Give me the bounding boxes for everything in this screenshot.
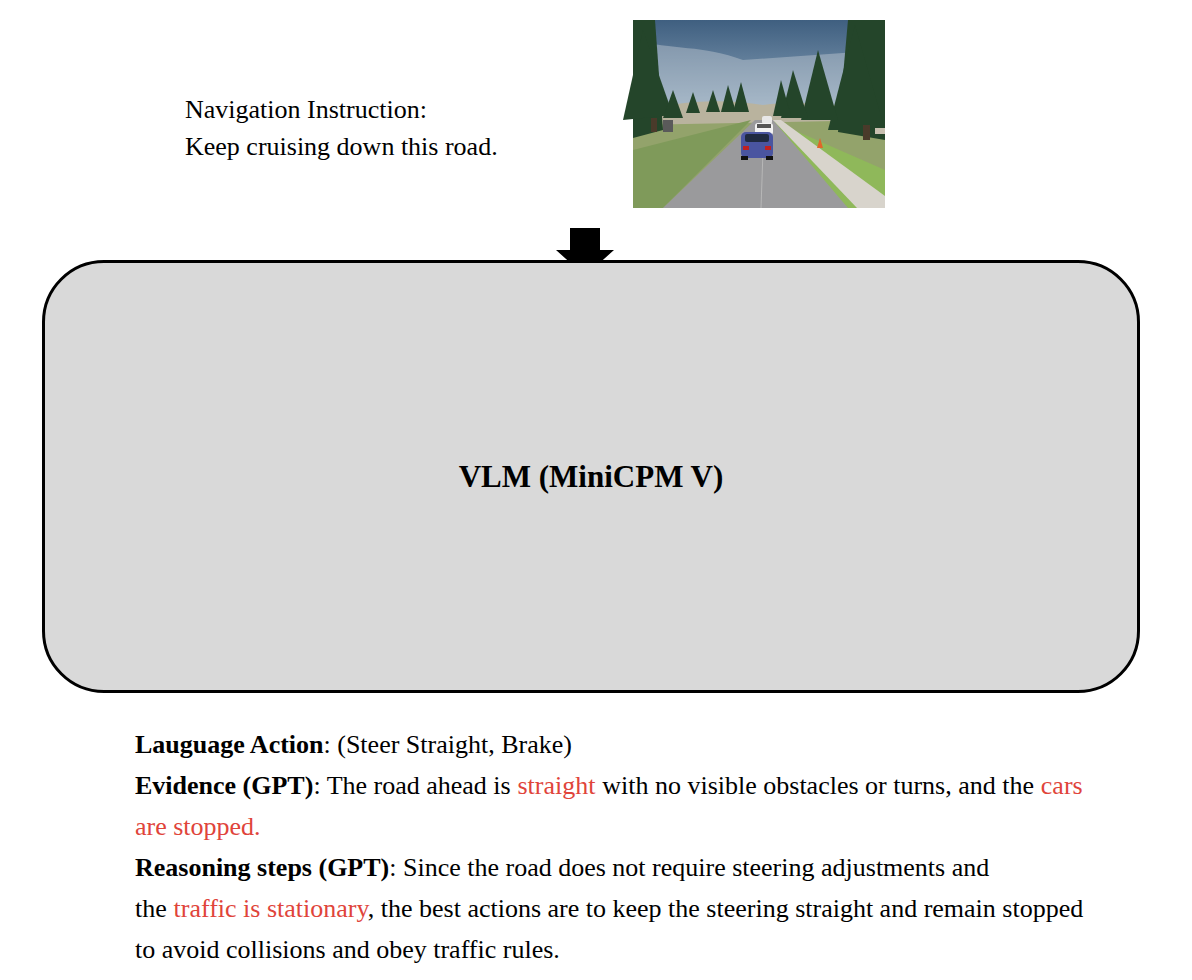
model-box: VLM (MiniCPM V) xyxy=(42,260,1140,693)
body-text: : (Steer Straight, Brake) xyxy=(324,730,572,759)
body-text: with no visible obstacles or turns, and … xyxy=(602,771,1034,800)
car xyxy=(741,116,773,160)
highlight-text: traffic is stationary xyxy=(174,894,368,923)
text-paragraph: Lauguage Action: (Steer Straight, Brake) xyxy=(135,724,1090,765)
text-paragraph: Keep cruising down this road. xyxy=(185,126,785,167)
text-paragraph: Navigation Instruction: xyxy=(185,89,785,130)
field-heading: Reasoning steps (GPT) xyxy=(135,853,389,882)
body-text: : The road ahead is xyxy=(313,771,510,800)
text-paragraph: Reasoning steps (GPT): Since the road do… xyxy=(135,847,1090,970)
highlight-text: straight xyxy=(517,771,595,800)
box-title: VLM (MiniCPM V) xyxy=(459,459,724,495)
body-text: Keep cruising down this road. xyxy=(185,132,498,161)
text-paragraph: Evidence (GPT): The road ahead isstraigh… xyxy=(135,765,1090,847)
driving-scene xyxy=(623,20,885,208)
body-text: Navigation Instruction: xyxy=(185,95,427,124)
field-heading: Lauguage Action xyxy=(135,730,324,759)
field-heading: Evidence (GPT) xyxy=(135,771,313,800)
